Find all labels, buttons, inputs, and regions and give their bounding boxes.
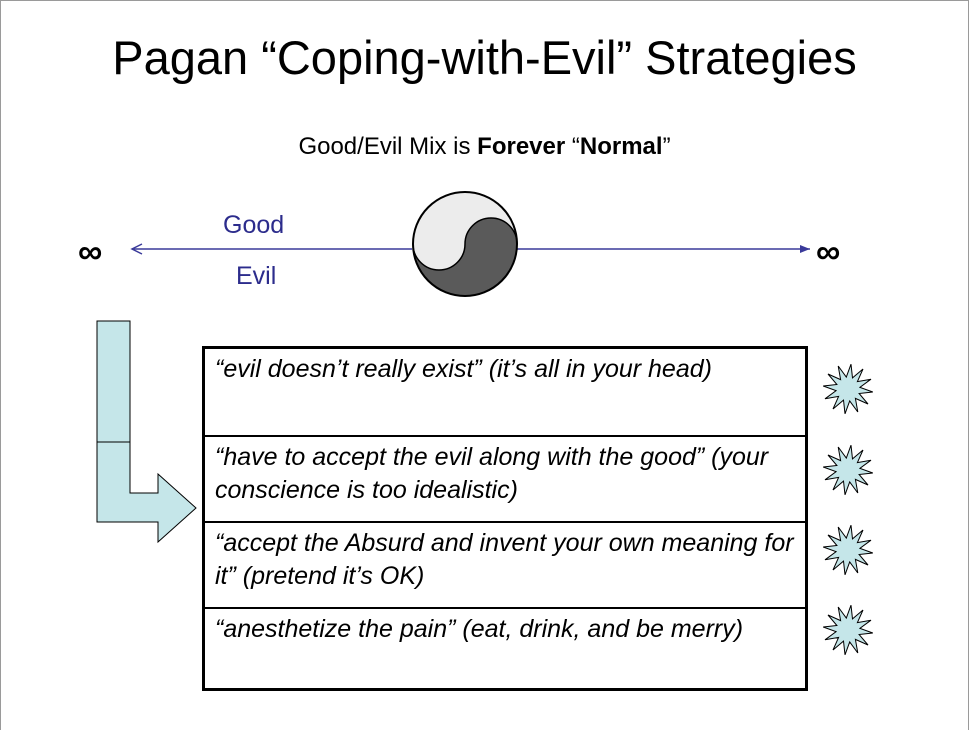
infinity-right-symbol: ∞ xyxy=(816,233,841,271)
starburst-icon xyxy=(823,525,873,575)
subtitle-bold-forever: Forever xyxy=(477,133,566,160)
subtitle-bold-normal: Normal xyxy=(579,133,663,160)
subtitle-text-2: “ xyxy=(565,133,580,160)
starburst-icon xyxy=(823,605,873,655)
strategies-table: “evil doesn’t really exist” (it’s all in… xyxy=(202,346,808,691)
slide-title: Pagan “Coping-with-Evil” Strategies xyxy=(112,31,857,84)
evil-label: Evil xyxy=(236,262,277,290)
subtitle-text-1: Good/Evil Mix is xyxy=(298,133,478,160)
yin-yang-icon xyxy=(412,191,518,297)
slide-subtitle: Good/Evil Mix is Forever “Normal” xyxy=(0,132,969,162)
starburst-icon xyxy=(823,445,873,495)
strategy-row: “have to accept the evil along with the … xyxy=(205,435,805,521)
starburst-group xyxy=(823,364,873,655)
axis-arrowhead-left xyxy=(130,243,143,255)
slide-border-top xyxy=(0,0,969,1)
strategy-row: “anesthetize the pain” (eat, drink, and … xyxy=(205,607,805,688)
bent-arrow-icon xyxy=(96,320,197,544)
starburst-icon xyxy=(823,364,873,414)
infinity-left-symbol: ∞ xyxy=(78,233,103,271)
strategy-row: “evil doesn’t really exist” (it’s all in… xyxy=(215,355,712,383)
slide-border-left xyxy=(0,0,1,730)
strategy-row: “accept the Absurd and invent your own m… xyxy=(205,521,805,607)
axis-arrowhead-right xyxy=(800,245,810,253)
subtitle-text-3: ” xyxy=(662,133,671,160)
good-label: Good xyxy=(223,211,285,239)
